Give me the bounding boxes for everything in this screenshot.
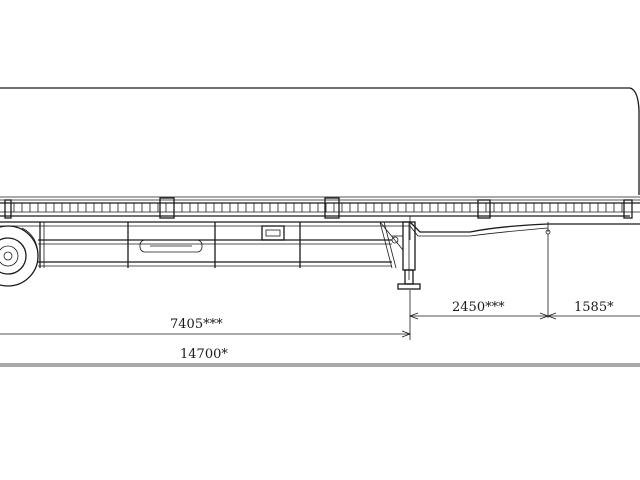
tool-box [139, 239, 203, 253]
side-stakes [4, 197, 633, 219]
landing-gear [379, 221, 421, 290]
spare-wheel-holder [261, 225, 285, 241]
rear-axle-wheel [0, 225, 39, 287]
deck-side-rail [0, 199, 640, 217]
dimension-lines [0, 234, 640, 367]
rail-stake-pockets [13, 203, 623, 212]
tarpaulin-cover [0, 87, 640, 198]
dimension-label-14700: 14700* [180, 347, 228, 362]
side-underrun-guard [38, 221, 397, 269]
dimension-label-7405: 7405*** [170, 317, 223, 332]
chassis-frame [0, 216, 640, 240]
dimension-label-1585: 1585* [574, 300, 614, 315]
dimension-label-2450: 2450*** [452, 300, 505, 315]
